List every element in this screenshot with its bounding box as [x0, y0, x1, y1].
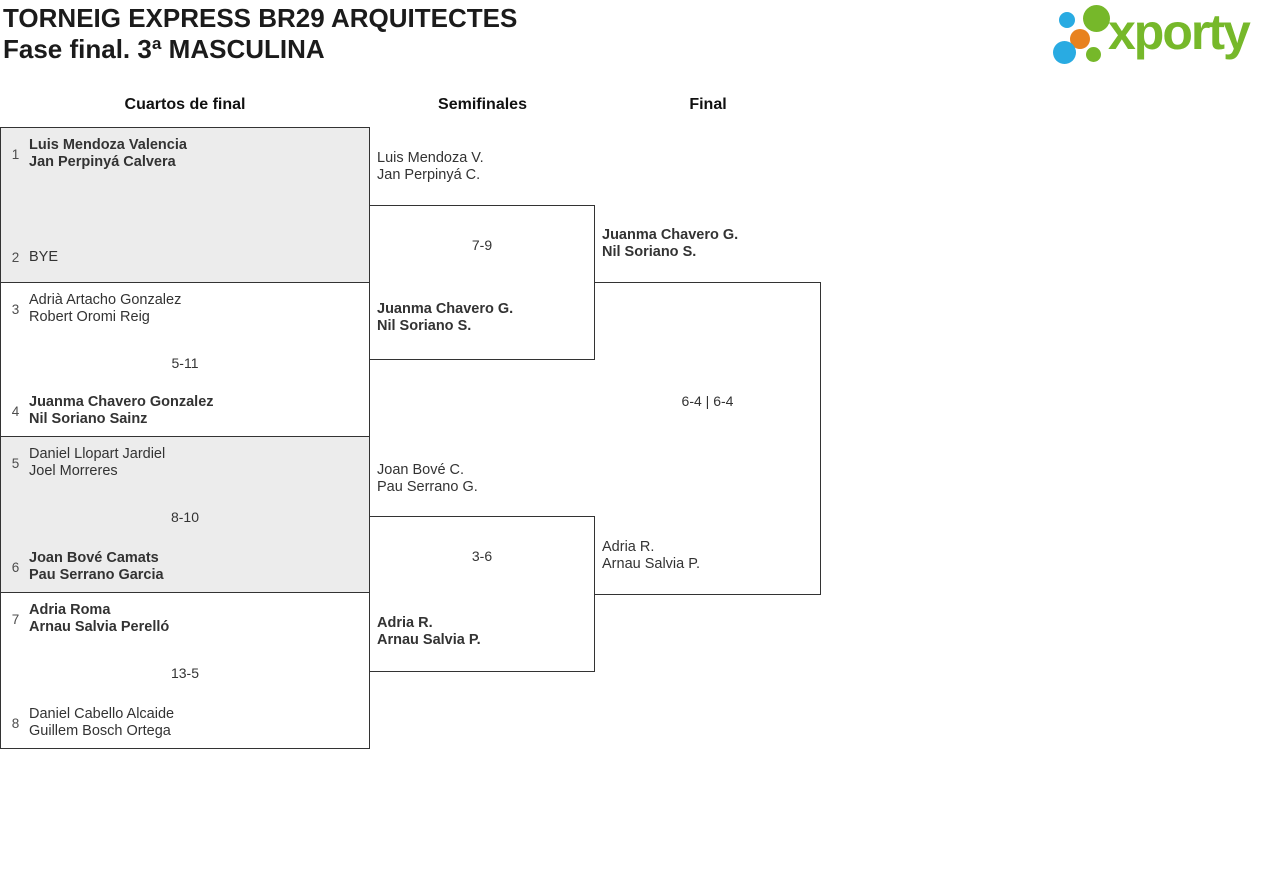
team-row: 5 Daniel Llopart Jardiel Joel Morreres — [8, 446, 363, 480]
team-row: 4 Juanma Chavero Gonzalez Nil Soriano Sa… — [8, 394, 363, 428]
column-header-semifinales: Semifinales — [438, 96, 527, 113]
match-score: 5-11 — [171, 355, 199, 371]
sf2-team-top: Joan Bové C. Pau Serrano G. — [377, 462, 478, 495]
match-box-qf-1: 1 Luis Mendoza Valencia Jan Perpinyá Cal… — [0, 127, 370, 283]
final-team-top: Juanma Chavero G. Nil Soriano S. — [602, 227, 739, 260]
team-row: 8 Daniel Cabello Alcaide Guillem Bosch O… — [8, 706, 363, 740]
match-score: 6-4 | 6-4 — [681, 393, 734, 409]
seed-number: 5 — [11, 455, 20, 471]
column-header-cuartos: Cuartos de final — [124, 96, 246, 113]
match-box-qf-3: 5 Daniel Llopart Jardiel Joel Morreres 8… — [0, 436, 370, 593]
match-score: 8-10 — [170, 509, 200, 525]
logo-dot-icon — [1086, 47, 1101, 62]
match-box-qf-4: 7 Adria Roma Arnau Salvia Perelló 13-5 8… — [0, 592, 370, 749]
seed-number: 7 — [11, 611, 20, 627]
match-score: 7-9 — [471, 237, 493, 253]
team-row: 6 Joan Bové Camats Pau Serrano Garcia — [8, 550, 363, 584]
team-row: 1 Luis Mendoza Valencia Jan Perpinyá Cal… — [8, 137, 363, 171]
logo-dot-icon — [1059, 12, 1075, 28]
page-title: TORNEIG EXPRESS BR29 ARQUITECTES Fase fi… — [3, 2, 517, 65]
seed-number: 2 — [11, 249, 20, 265]
team-row: 3 Adrià Artacho Gonzalez Robert Oromi Re… — [8, 292, 363, 326]
team-names: Daniel Llopart Jardiel Joel Morreres — [29, 446, 166, 479]
logo-wordmark: xporty — [1108, 4, 1251, 60]
team-names: Luis Mendoza Valencia Jan Perpinyá Calve… — [29, 137, 187, 170]
tournament-name: TORNEIG EXPRESS BR29 ARQUITECTES — [3, 3, 518, 33]
logo-dot-icon — [1053, 41, 1076, 64]
phase-name: Fase final. 3ª MASCULINA — [3, 34, 325, 64]
team-names: Adria Roma Arnau Salvia Perelló — [29, 602, 170, 635]
match-score: 3-6 — [471, 548, 493, 564]
match-box-final: 6-4 | 6-4 — [595, 282, 821, 595]
seed-number: 6 — [11, 559, 20, 575]
sf1-team-bottom: Juanma Chavero G. Nil Soriano S. — [377, 301, 514, 334]
team-row: 2 BYE — [8, 240, 363, 274]
final-team-bottom: Adria R. Arnau Salvia P. — [602, 539, 701, 572]
team-names: BYE — [29, 248, 59, 265]
team-names: Juanma Chavero Gonzalez Nil Soriano Sain… — [29, 394, 214, 427]
seed-number: 3 — [11, 301, 20, 317]
team-names: Joan Bové Camats Pau Serrano Garcia — [29, 550, 164, 583]
match-box-qf-2: 3 Adrià Artacho Gonzalez Robert Oromi Re… — [0, 282, 370, 437]
seed-number: 1 — [11, 146, 20, 162]
sf2-team-bottom: Adria R. Arnau Salvia P. — [377, 615, 481, 648]
seed-number: 8 — [11, 715, 20, 731]
xporty-logo[interactable]: xporty — [1045, 0, 1280, 70]
match-score: 13-5 — [170, 665, 200, 681]
team-row: 7 Adria Roma Arnau Salvia Perelló — [8, 602, 363, 636]
seed-number: 4 — [11, 403, 20, 419]
match-box-sf-2: 3-6 — [370, 516, 595, 672]
team-names: Adrià Artacho Gonzalez Robert Oromi Reig — [29, 292, 182, 325]
team-names: Daniel Cabello Alcaide Guillem Bosch Ort… — [29, 706, 175, 739]
match-box-sf-1: 7-9 — [370, 205, 595, 360]
column-header-final: Final — [689, 96, 727, 113]
logo-dot-icon — [1070, 29, 1090, 49]
sf1-team-top: Luis Mendoza V. Jan Perpinyá C. — [377, 150, 484, 183]
logo-dot-icon — [1083, 5, 1110, 32]
